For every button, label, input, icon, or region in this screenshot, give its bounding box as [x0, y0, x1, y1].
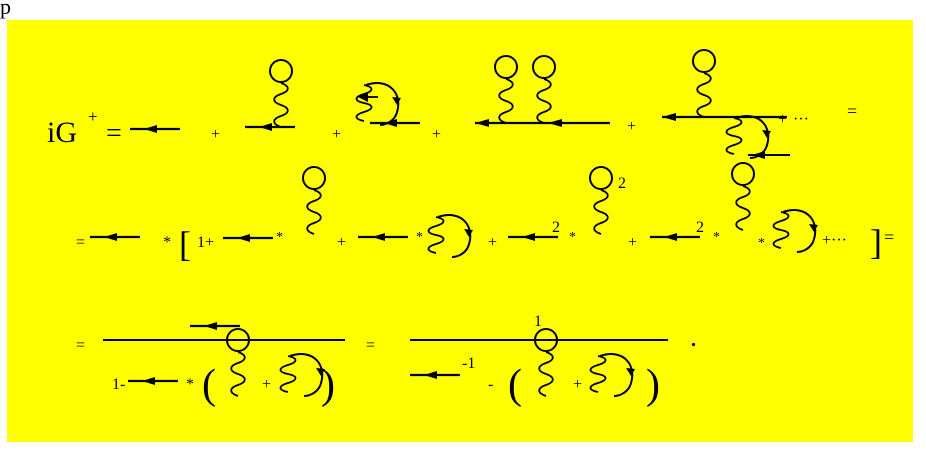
row2-dots: +···	[822, 232, 847, 249]
row3-star: *	[186, 376, 194, 393]
numerator-one: 1	[534, 313, 542, 330]
row2-equals: =	[76, 234, 85, 251]
row2-plus-3: +	[628, 234, 637, 251]
row1-dots: ···	[793, 111, 809, 128]
row-2: = * [ 1+ * + * + 2 * 2 + 2 * * +···	[76, 163, 894, 264]
row2-exp-1: 2	[552, 219, 560, 236]
right-paren-2: )	[646, 362, 660, 408]
row2-star-4: *	[713, 230, 720, 245]
yellow-panel	[7, 20, 913, 442]
row2-star-3: *	[569, 230, 576, 245]
row3-equals: =	[76, 337, 85, 354]
row2-star-2: *	[416, 230, 423, 245]
left-bracket: [	[179, 224, 191, 264]
row-3: = 1- * ( + ) = 1 -1 - ( + ) .	[76, 313, 697, 408]
row3-plus-2: +	[573, 376, 582, 393]
row2-plus-1: +	[337, 234, 346, 251]
one-minus: 1-	[112, 376, 125, 393]
propagator-arrow-icon	[475, 119, 489, 127]
left-paren-1: (	[202, 362, 216, 408]
left-paren-2: (	[508, 362, 522, 408]
right-bracket: ]	[870, 222, 882, 262]
one-plus: 1+	[197, 234, 214, 251]
row2-exp-2: 2	[696, 219, 704, 236]
lhs-superscript: +	[88, 107, 98, 126]
header-fragment: p	[0, 0, 11, 19]
right-paren-1: )	[321, 362, 335, 408]
propagator-arrow-icon	[752, 151, 765, 159]
row1-plus-5: +	[778, 111, 787, 128]
row2-star-0: *	[163, 234, 171, 251]
row1-equals: =	[106, 118, 122, 149]
row1-plus-4: +	[627, 118, 636, 135]
propagator-arrow-icon	[662, 113, 676, 121]
tadpole-exp: 2	[618, 175, 626, 192]
exchange-arrow-icon	[358, 92, 368, 102]
row3-equals-2: =	[366, 337, 375, 354]
propagator-arrow-icon	[548, 119, 562, 127]
row1-plus-1: +	[211, 126, 220, 143]
row2-star-1: *	[276, 230, 283, 245]
inverse-exponent: -1	[462, 355, 475, 372]
row1-plus-3: +	[432, 126, 441, 143]
row1-plus-2: +	[332, 126, 341, 143]
row-1: iG + = + + + +	[47, 50, 857, 159]
final-period: .	[690, 322, 697, 353]
row3-minus: -	[488, 376, 493, 393]
row3-plus-1: +	[262, 376, 271, 393]
row2-star-5: *	[758, 236, 765, 251]
row2-end-equals: =	[884, 227, 894, 247]
row1-end-equals: =	[847, 101, 857, 121]
row2-plus-2: +	[488, 234, 497, 251]
lhs-label: iG	[47, 116, 77, 149]
